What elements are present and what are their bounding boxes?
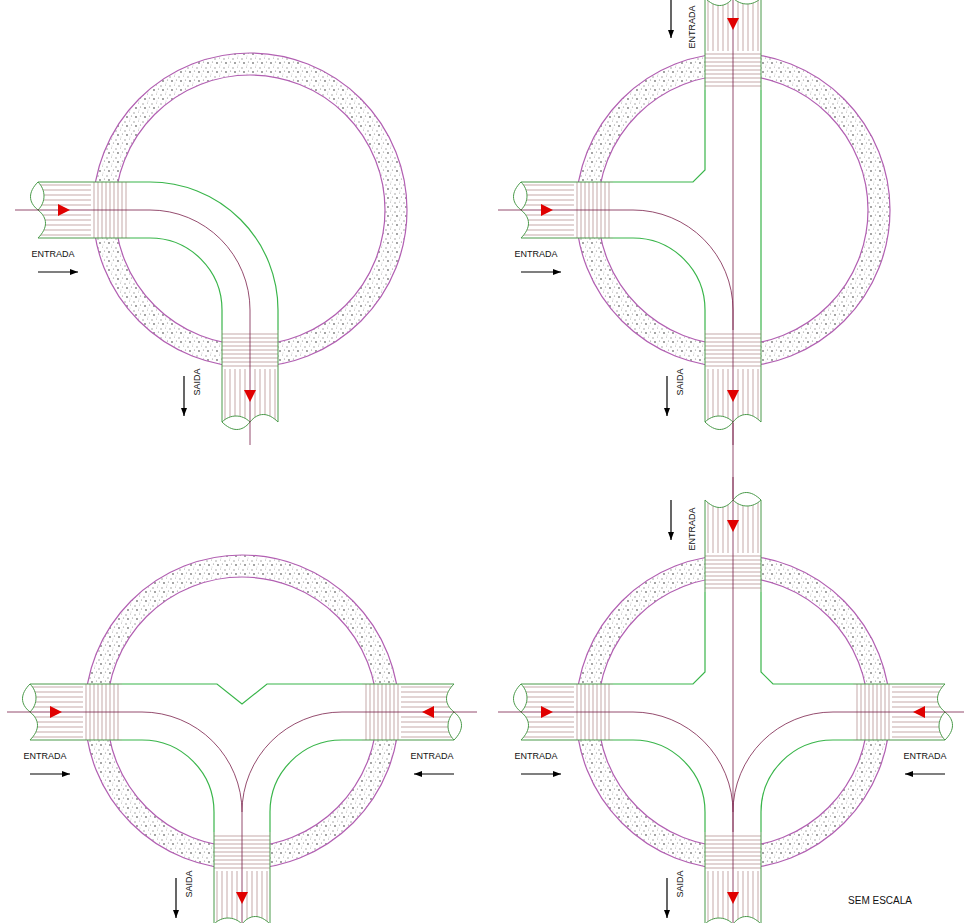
flow-label: SAIDA [185, 869, 195, 898]
channel-wall [130, 238, 222, 330]
flow-arrow [905, 774, 945, 775]
flow-label: SAIDA [193, 367, 203, 396]
outlet-pipe [705, 832, 761, 923]
channel-wall [613, 592, 853, 684]
flow-label: ENTRADA [688, 506, 698, 551]
channel-wall [761, 740, 853, 832]
manhole-elbow [15, 53, 407, 445]
flow-marker [727, 892, 739, 904]
flow-arrow [521, 272, 561, 273]
inlet-pipe [705, 0, 761, 90]
inlet-pipe [498, 182, 613, 238]
flow-label: ENTRADA [409, 752, 454, 762]
inlet-pipe [15, 182, 130, 238]
flow-arrow [671, 0, 672, 38]
channel-wall [122, 684, 362, 704]
channel-wall [122, 740, 214, 832]
flow-label: SAIDA [676, 367, 686, 396]
axis-line [733, 0, 734, 900]
outlet-pipe [705, 330, 761, 445]
flow-label: ENTRADA [30, 250, 75, 260]
outlet-pipe [214, 832, 270, 923]
flow-label: ENTRADA [902, 752, 947, 762]
manhole-cross [498, 477, 964, 923]
channel-axis [242, 712, 362, 812]
concrete-ring [85, 555, 399, 869]
flow-arrow [38, 272, 78, 273]
flow-arrow [671, 500, 672, 540]
channel-axis [613, 712, 733, 832]
channel-wall [130, 182, 278, 330]
channel-axis [733, 712, 853, 812]
channel-wall [270, 740, 362, 832]
channel-axis [122, 712, 242, 832]
channel-axis [613, 210, 733, 330]
flow-arrow [667, 878, 668, 918]
flow-marker [50, 706, 62, 718]
flow-marker [727, 18, 739, 30]
flow-marker [236, 892, 248, 904]
concrete-ring [576, 555, 890, 869]
inlet-pipe [853, 684, 964, 740]
flow-label: ENTRADA [513, 752, 558, 762]
inlet-pipe [7, 684, 122, 740]
flow-arrow [414, 774, 454, 775]
flow-arrow [521, 774, 561, 775]
scale-note: SEM ESCALA [847, 895, 913, 906]
channel-axis [130, 210, 250, 330]
flow-marker [422, 706, 434, 718]
flow-marker [541, 706, 553, 718]
channel-wall [613, 740, 705, 832]
flow-label: ENTRADA [513, 250, 558, 260]
flow-label: ENTRADA [22, 752, 67, 762]
flow-arrow [30, 774, 70, 775]
flow-marker [244, 390, 256, 402]
manhole-junction [7, 555, 477, 923]
manhole-tee [498, 0, 890, 445]
flow-arrow [184, 376, 185, 416]
concrete-ring [93, 53, 407, 367]
concrete-ring [576, 53, 890, 367]
flow-label: SAIDA [676, 869, 686, 898]
flow-marker [58, 204, 70, 216]
flow-marker [913, 706, 925, 718]
channel-wall [613, 90, 761, 330]
inlet-pipe [705, 477, 761, 592]
inlet-pipe [498, 684, 613, 740]
flow-marker [727, 390, 739, 402]
flow-label: ENTRADA [688, 4, 698, 49]
outlet-pipe [222, 330, 278, 445]
flow-marker [541, 204, 553, 216]
flow-arrow [667, 376, 668, 416]
channel-wall [613, 238, 705, 330]
flow-arrow [176, 878, 177, 918]
inlet-pipe [362, 684, 477, 740]
flow-marker [727, 520, 739, 532]
